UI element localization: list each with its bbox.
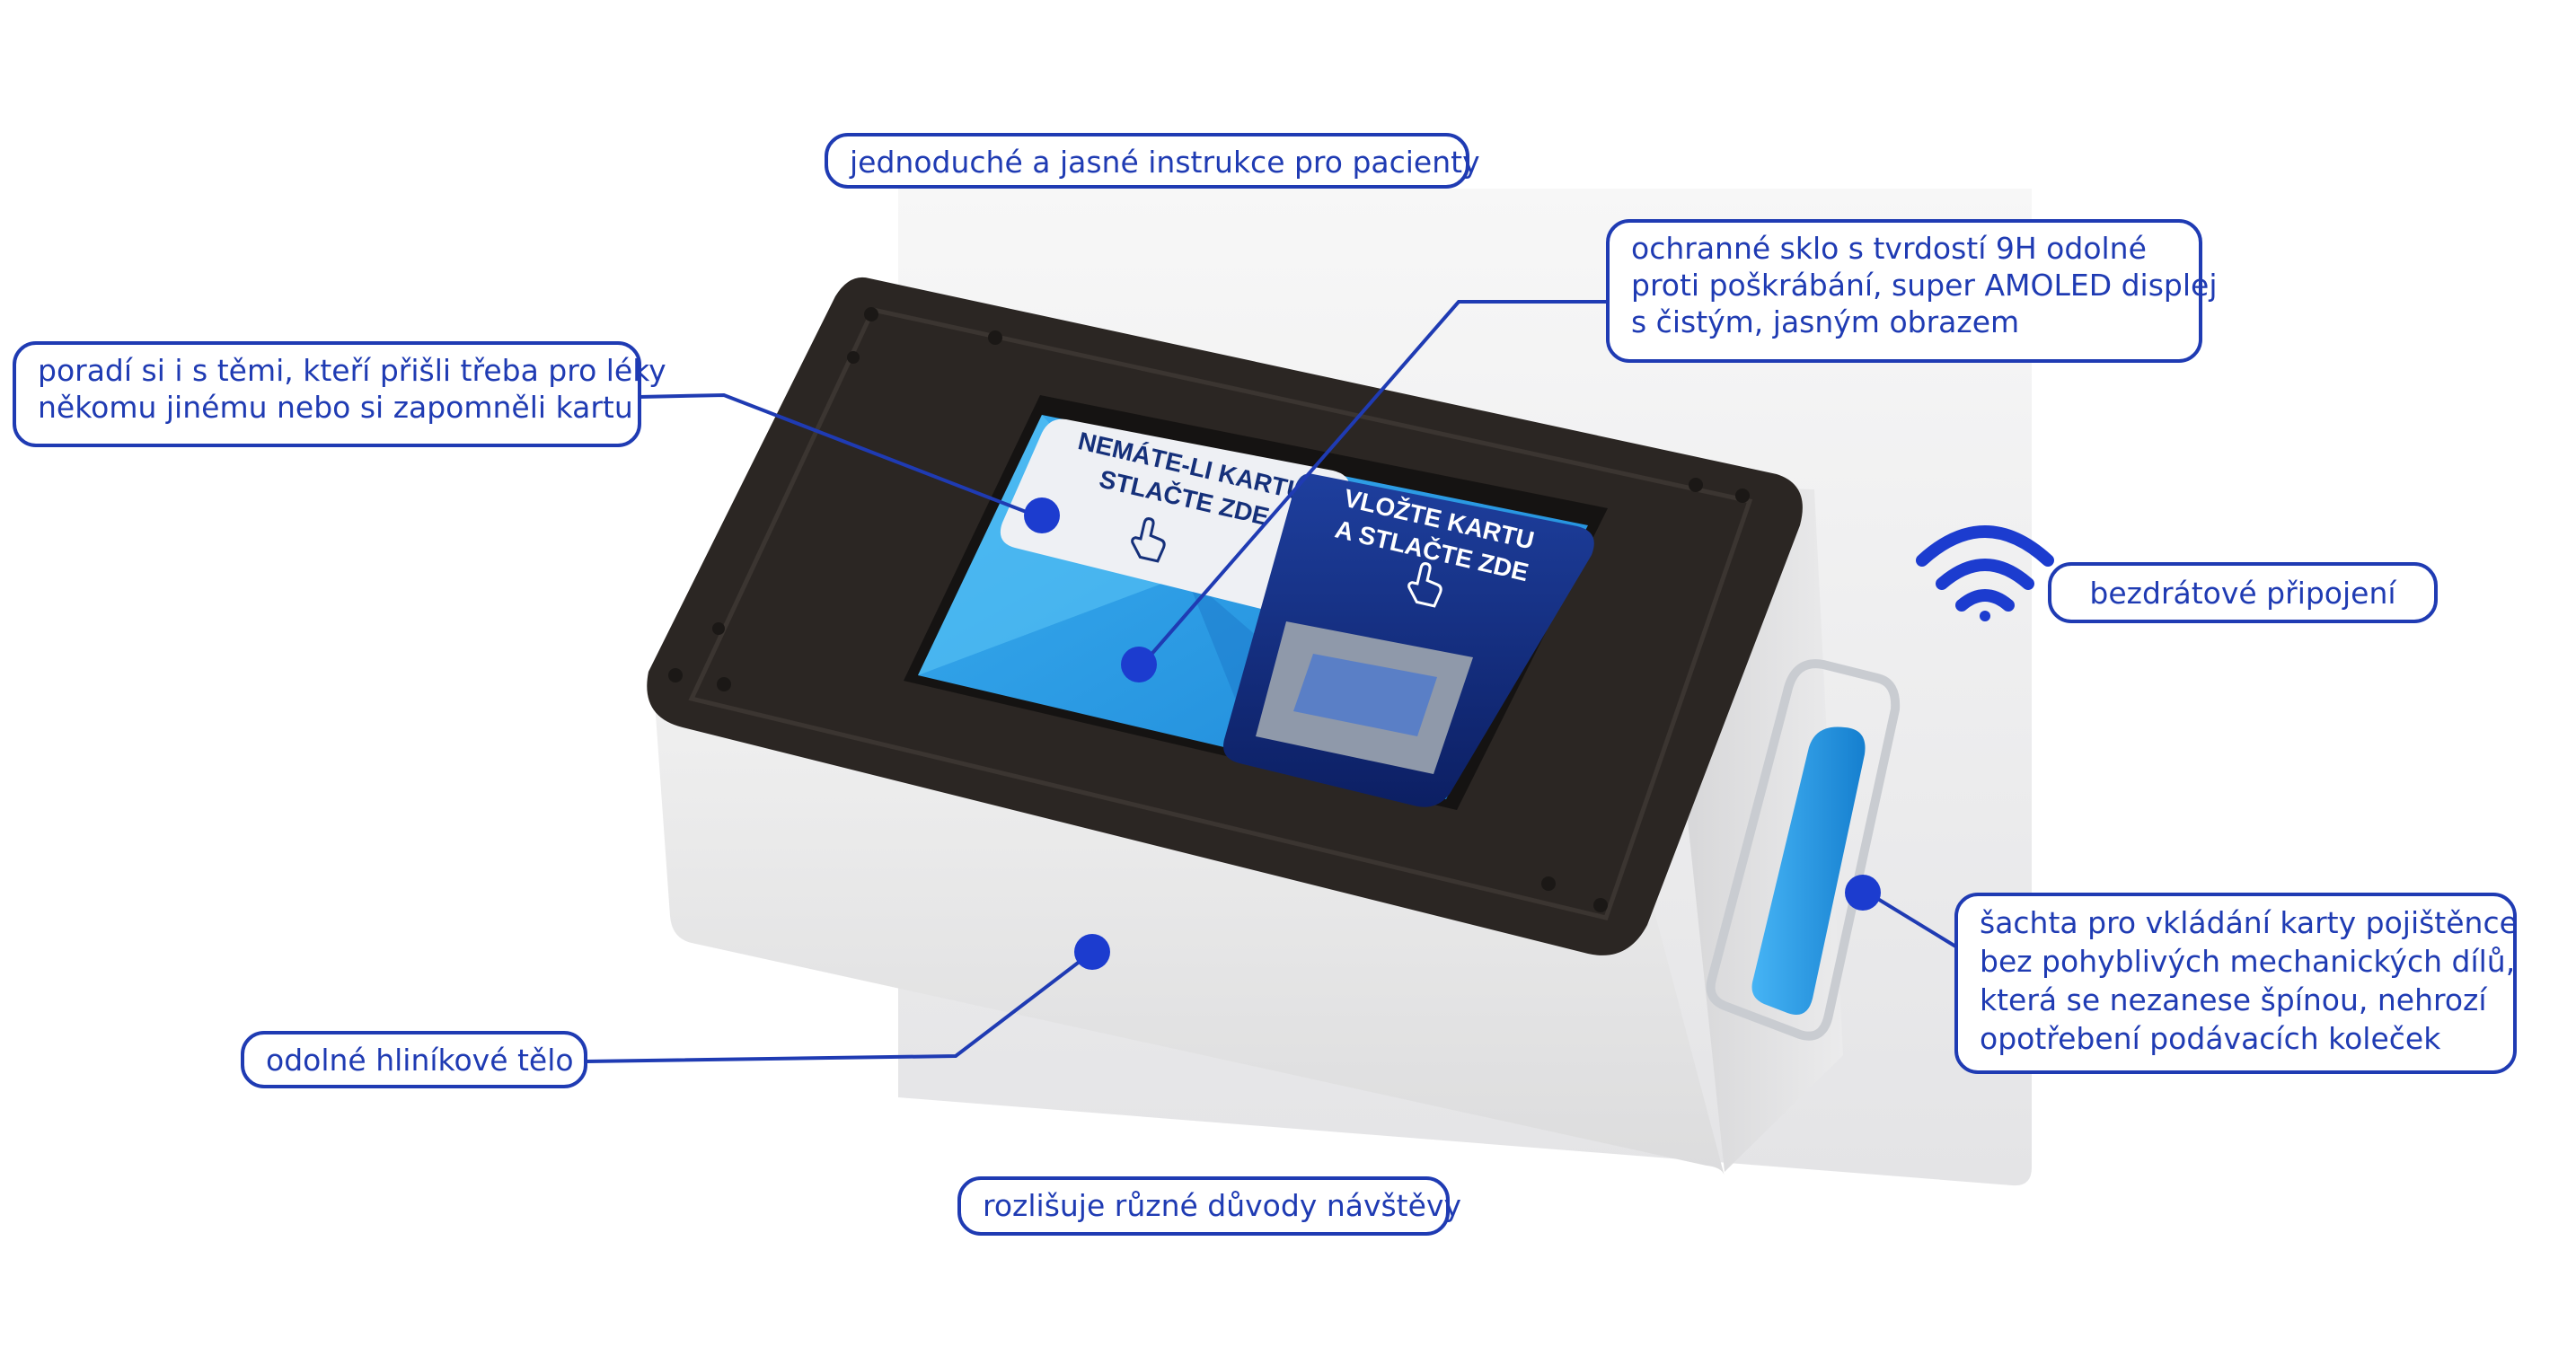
callout-wireless-line: bezdrátové připojení [2089, 576, 2396, 611]
wifi-icon [1916, 525, 2054, 621]
dot-body [1074, 934, 1110, 970]
callout-glass-line: ochranné sklo s tvrdostí 9H odolné [1631, 231, 2147, 266]
callout-card-slot: šachta pro vkládání karty pojištěnce bez… [1954, 893, 2518, 1074]
device-front [652, 665, 1725, 1176]
callout-forgot-card-line: někomu jinému nebo si zapomněli kartu [38, 390, 633, 425]
hand-pointer-icon [1407, 562, 1442, 608]
leader-lines [585, 300, 1963, 1063]
callout-body: odolné hliníkové tělo [241, 1031, 587, 1088]
dot-forgot-card [1024, 497, 1060, 533]
callout-instructions-line: jednoduché a jasné instrukce pro pacient… [850, 145, 1480, 180]
callout-wireless: bezdrátové připojení [2048, 562, 2438, 623]
bezel-screws [668, 307, 1750, 912]
card-slot [1751, 726, 1866, 1015]
card-insert-illustration-card [1293, 654, 1437, 736]
callout-card-slot-line: šachta pro vkládání karty pojištěnce [1980, 905, 2518, 940]
callout-forgot-card-line: poradí si i s těmi, kteří přišli třeba p… [38, 353, 666, 388]
callout-glass: ochranné sklo s tvrdostí 9H odolné proti… [1606, 219, 2218, 363]
callout-visits: rozlišuje různé důvody návštěvy [957, 1176, 1461, 1236]
dot-card-slot [1845, 875, 1881, 911]
card-slot-frame [1706, 659, 1901, 1041]
callout-body-line: odolné hliníkové tělo [266, 1043, 574, 1078]
callout-instructions: jednoduché a jasné instrukce pro pacient… [825, 133, 1480, 189]
hand-pointer-icon [1131, 517, 1166, 563]
callout-glass-line: s čistým, jasným obrazem [1631, 304, 2020, 339]
callout-card-slot-line: opotřebení podávacích koleček [1980, 1021, 2441, 1056]
callout-forgot-card: poradí si i s těmi, kteří přišli třeba p… [13, 341, 666, 447]
callout-dots [1024, 497, 1881, 970]
callout-visits-line: rozlišuje různé důvody návštěvy [983, 1188, 1461, 1223]
screen-button-no-card [1000, 418, 1350, 611]
device-top-inner-line [688, 307, 1753, 920]
dot-screen [1121, 647, 1157, 682]
callout-card-slot-line: bez pohyblivých mechanických dílů, [1980, 944, 2516, 979]
callout-glass-line: proti poškrábání, super AMOLED displej [1631, 268, 2218, 303]
callout-card-slot-line: která se nezanese špínou, nehrozí [1980, 982, 2487, 1017]
